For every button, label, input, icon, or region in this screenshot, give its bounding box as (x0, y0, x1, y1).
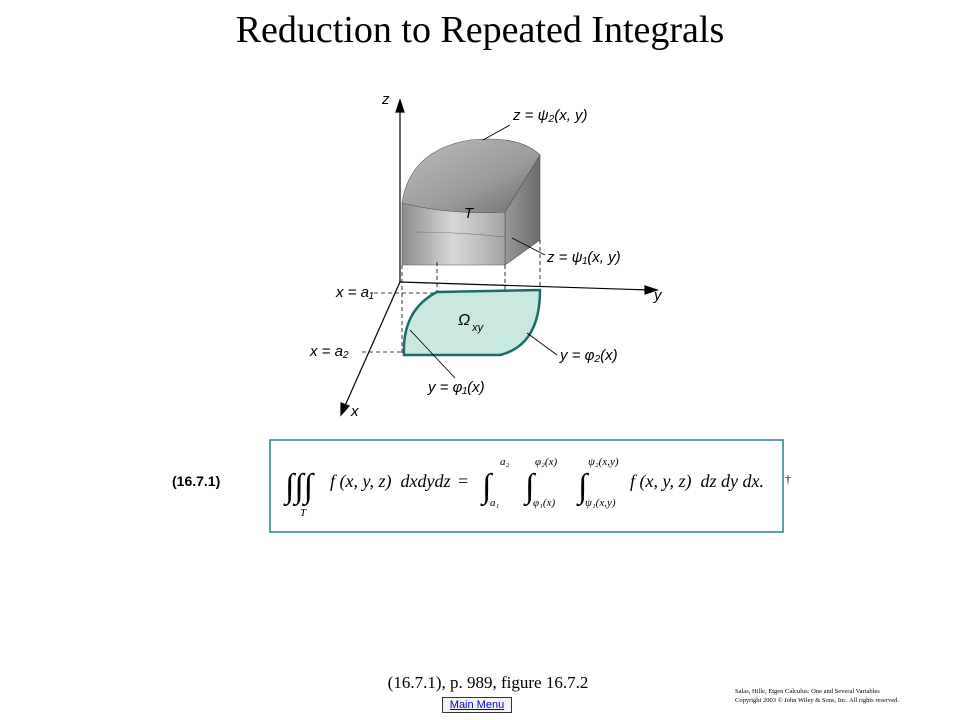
outer-upper: a₂ (500, 456, 510, 468)
solid-top-surface (401, 138, 541, 213)
psi1-label: z = ψ₁(x, y) (546, 249, 621, 266)
inner-integral-sign: ∫ (576, 468, 590, 507)
a1-label: x = a₁ (335, 284, 374, 301)
copyright-line-1: Salas, Hille, Etgen Calculus: One and Se… (735, 688, 880, 695)
lhs-domain: T (300, 507, 307, 519)
y-axis-arrow (644, 285, 659, 295)
z-axis-label: z (381, 91, 390, 108)
x-axis (343, 281, 401, 409)
region-T-label: T (464, 205, 475, 222)
region-omega-xy (402, 288, 542, 357)
copyright-line-2: Copyright 2003 © John Wiley & Sons, Inc.… (735, 697, 899, 704)
a2-label: x = a₂ (309, 343, 349, 360)
inner-lower: ψ₁(x,y) (585, 497, 616, 509)
phi2-label: y = φ₂(x) (559, 347, 618, 364)
equation-box (269, 439, 784, 533)
equation-number: (16.7.1) (172, 473, 220, 489)
equation-body: ∫∫∫ T f (x, y, z) dxdydz = ∫ a₂ a₁ ∫ φ₂(… (283, 456, 764, 519)
psi2-label: z = ψ₂(x, y) (512, 107, 588, 124)
solid-inner-curve (414, 231, 506, 238)
x-axis-arrow (340, 402, 351, 417)
rhs-integrand: f (x, y, z) dz dy dx. (630, 471, 764, 492)
copyright-notice: Salas, Hille, Etgen Calculus: One and Se… (735, 687, 953, 705)
figure-caption: (16.7.1), p. 989, figure 16.7.2 (387, 673, 589, 692)
dashed-guides (362, 240, 541, 353)
axes (340, 98, 659, 417)
triple-integral-sign: ∫∫∫ (283, 468, 316, 507)
x-axis-label: x (350, 403, 359, 420)
outer-integral-sign: ∫ (480, 468, 494, 507)
leader-lines (409, 124, 558, 379)
phi1-label: y = φ₁(x) (427, 379, 485, 396)
dagger-mark: † (785, 472, 791, 486)
y-axis (399, 281, 651, 291)
y-axis-label: y (653, 287, 663, 304)
lhs-integrand: f (x, y, z) dxdydz (330, 471, 450, 492)
z-axis-arrow (395, 98, 405, 113)
page-title: Reduction to Repeated Integrals (235, 9, 725, 51)
inner-upper: ψ₂(x,y) (588, 456, 619, 468)
main-menu-button[interactable]: Main Menu (442, 697, 512, 713)
middle-upper: φ₂(x) (535, 456, 557, 468)
equals-sign: = (458, 471, 468, 491)
outer-lower: a₁ (490, 497, 500, 509)
middle-integral-sign: ∫ (523, 468, 537, 507)
solid-T (401, 138, 541, 266)
middle-lower: φ₁(x) (533, 497, 555, 509)
